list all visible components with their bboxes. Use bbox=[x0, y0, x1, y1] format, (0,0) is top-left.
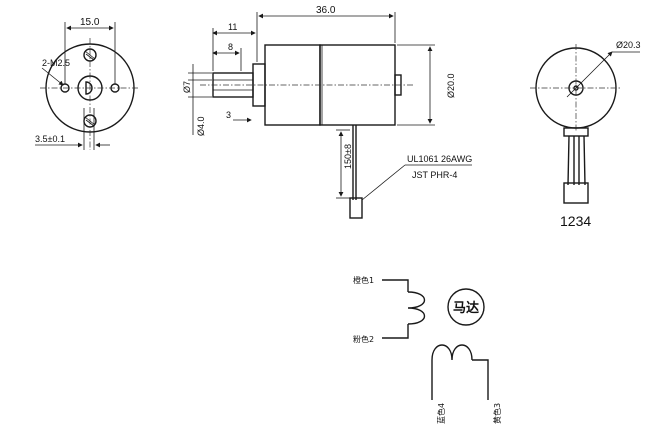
pin-housing bbox=[563, 182, 589, 204]
wire-label-4: 蓝色4 bbox=[436, 403, 446, 424]
coil-a bbox=[407, 291, 426, 325]
dim-15: 15.0 bbox=[80, 17, 100, 28]
dim-11: 11 bbox=[228, 22, 237, 32]
dim-offset: 3.5±0.1 bbox=[35, 134, 65, 144]
rear-view: Ø20.3 1234 bbox=[530, 40, 641, 229]
wire-spec: UL1061 26AWG bbox=[407, 154, 472, 164]
wiring-diagram: 马达 橙色1 粉色2 蓝色4 黄色3 bbox=[353, 275, 502, 424]
dim-phi20: Ø20.0 bbox=[446, 73, 456, 98]
wire-line-1 bbox=[382, 279, 409, 292]
dim-36: 36.0 bbox=[316, 5, 336, 16]
wire-label-2: 粉色2 bbox=[353, 334, 374, 344]
dim-holes: 2-M2.5 bbox=[42, 58, 70, 68]
wire-line-3 bbox=[472, 359, 489, 400]
coil-b bbox=[431, 344, 473, 361]
dim-3: 3 bbox=[226, 110, 231, 120]
wire-label-3: 黄色3 bbox=[492, 403, 502, 424]
pin-numbers: 1234 bbox=[560, 213, 591, 229]
dim-8: 8 bbox=[228, 42, 233, 52]
motor-label: 马达 bbox=[453, 300, 479, 316]
dim-lead: 150±8 bbox=[343, 144, 353, 169]
connector-spec: JST PHR-4 bbox=[412, 170, 457, 180]
dim-phi4: Ø4.0 bbox=[196, 116, 206, 136]
connector-body bbox=[349, 197, 363, 219]
d-shaft-profile bbox=[85, 81, 93, 95]
side-view: 36.0 11 8 3 Ø7 Ø4.0 Ø20.0 150±8 bbox=[182, 5, 472, 219]
dim-phi7: Ø7 bbox=[182, 81, 192, 93]
dim-phi20-3: Ø20.3 bbox=[616, 40, 641, 50]
front-view: 15.0 2-M2.5 3.5±0.1 bbox=[35, 17, 140, 150]
motor-symbol bbox=[447, 288, 485, 326]
wire-label-1: 橙色1 bbox=[353, 275, 374, 285]
rear-connector bbox=[563, 127, 589, 137]
wire-line-2 bbox=[382, 324, 409, 339]
